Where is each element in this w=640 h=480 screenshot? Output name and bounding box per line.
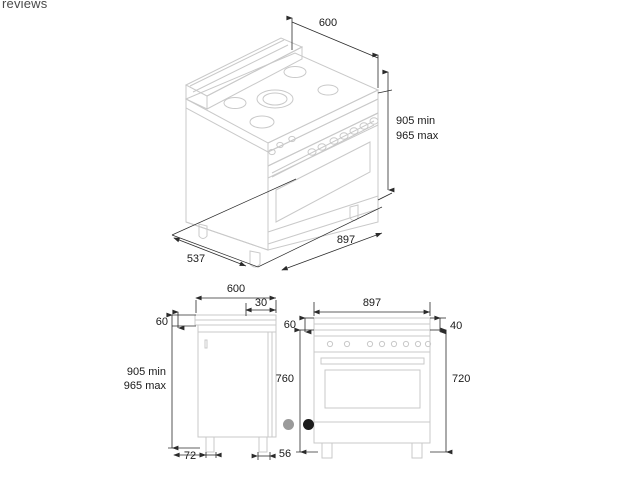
dim-label-front-897: 897 bbox=[363, 297, 381, 309]
front-knob-5 bbox=[390, 340, 398, 348]
dim-line-iso-897 bbox=[281, 232, 383, 271]
dim-line-iso-537 bbox=[173, 237, 247, 267]
carousel-dot-2[interactable] bbox=[303, 419, 314, 430]
burner-small-rear-left bbox=[283, 66, 307, 78]
burner-large-center bbox=[256, 89, 294, 109]
iso-oven-window bbox=[275, 141, 371, 223]
side-dimensions bbox=[166, 295, 277, 460]
burner-small-rear-right bbox=[317, 84, 339, 96]
dim-label-side-30: 30 bbox=[255, 297, 267, 309]
dim-label-side-56: 56 bbox=[279, 448, 291, 460]
front-knob-3 bbox=[366, 340, 374, 348]
front-knob-8 bbox=[424, 340, 432, 348]
front-leg-left bbox=[321, 443, 333, 459]
iso-legs bbox=[198, 204, 359, 268]
side-leg-rear bbox=[205, 437, 215, 453]
burner-small-front-left bbox=[223, 97, 247, 109]
front-leg-right bbox=[411, 443, 423, 459]
side-dimension-labels: 600 30 60 905 min 965 max 72 56 bbox=[124, 283, 291, 462]
front-knob-7 bbox=[414, 340, 422, 348]
front-oven-window bbox=[324, 369, 421, 409]
front-view bbox=[313, 317, 432, 459]
side-body bbox=[197, 324, 277, 438]
iso-burners bbox=[223, 66, 339, 129]
leg-rear-right bbox=[349, 204, 359, 221]
iso-control-knobs bbox=[268, 117, 379, 156]
dim-label-side-600: 600 bbox=[227, 283, 245, 295]
iso-oven-front bbox=[267, 99, 379, 251]
dim-label-front-40: 40 bbox=[450, 320, 462, 332]
dim-label-side-905-min: 905 min bbox=[127, 366, 166, 378]
side-backguard bbox=[194, 314, 277, 326]
front-oven-handle bbox=[320, 357, 425, 365]
side-leg-front bbox=[258, 437, 268, 453]
dim-label-front-720: 720 bbox=[452, 373, 470, 385]
ext-iso-height-bottom bbox=[377, 192, 393, 201]
iso-oven-handle bbox=[271, 120, 375, 178]
dim-label-iso-600: 600 bbox=[319, 17, 337, 29]
leg-rear-left bbox=[198, 223, 208, 239]
dim-label-side-72: 72 bbox=[184, 450, 196, 462]
iso-dimension-labels: 600 905 min 965 max 897 537 bbox=[187, 17, 439, 265]
dim-label-iso-537: 537 bbox=[187, 253, 205, 265]
page-crumb-label: reviews bbox=[2, 0, 48, 11]
iso-dimensions bbox=[173, 15, 395, 271]
isometric-view bbox=[171, 37, 383, 268]
dim-line-iso-600 bbox=[291, 21, 379, 59]
dim-label-front-60: 60 bbox=[284, 319, 296, 331]
dim-label-side-965-max: 965 max bbox=[124, 380, 167, 392]
ext-iso-height-top bbox=[377, 89, 393, 94]
front-control-knobs bbox=[326, 340, 432, 348]
dim-label-iso-905-min: 905 min bbox=[396, 115, 435, 127]
front-dimensions bbox=[294, 302, 453, 455]
iso-left-side-panel bbox=[185, 108, 269, 251]
dim-label-iso-897: 897 bbox=[337, 234, 355, 246]
dim-label-iso-965-max: 965 max bbox=[396, 130, 439, 142]
carousel-dot-1[interactable] bbox=[283, 419, 294, 430]
dim-label-front-760: 760 bbox=[276, 373, 294, 385]
iso-backguard bbox=[184, 37, 304, 110]
front-knob-2 bbox=[343, 340, 351, 348]
front-knob-4 bbox=[378, 340, 386, 348]
burner-small-front-right bbox=[249, 115, 275, 129]
dim-label-side-60: 60 bbox=[156, 316, 168, 328]
front-legs bbox=[321, 443, 423, 459]
side-legs bbox=[205, 437, 268, 453]
side-view bbox=[194, 314, 277, 453]
front-knob-1 bbox=[326, 340, 334, 348]
front-backguard bbox=[313, 317, 431, 331]
front-knob-6 bbox=[402, 340, 410, 348]
front-body bbox=[313, 329, 431, 444]
front-dimension-labels: 897 60 40 760 720 bbox=[276, 297, 471, 385]
